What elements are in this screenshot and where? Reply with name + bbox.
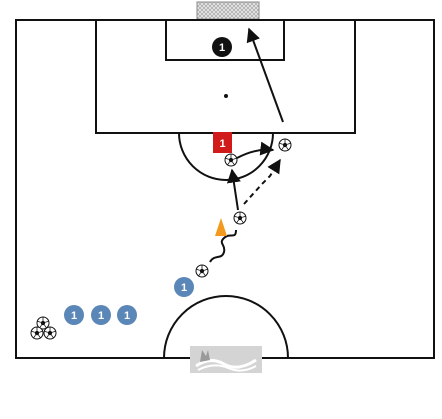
defender-marker: 1 <box>213 132 232 153</box>
pass-arrow <box>226 168 241 211</box>
svg-text:1: 1 <box>219 138 225 150</box>
svg-text:1: 1 <box>98 310 104 322</box>
dribble-line <box>209 229 237 263</box>
soccer-ball-icon <box>195 264 209 278</box>
goalkeeper-marker: 1 <box>212 37 232 57</box>
attacker-marker: 1 <box>117 305 137 325</box>
penalty-box <box>95 19 356 134</box>
attacker-marker: 1 <box>64 305 84 325</box>
return-pass-arrow <box>236 141 275 159</box>
run-arrow <box>243 158 281 205</box>
centre-circle <box>163 295 289 358</box>
svg-text:1: 1 <box>124 310 130 322</box>
attacker-marker: 1 <box>174 277 194 297</box>
soccer-ball-icon <box>30 326 44 340</box>
soccer-ball-icon <box>233 211 247 225</box>
svg-text:1: 1 <box>181 282 187 294</box>
soccer-ball-icon <box>224 153 238 167</box>
soccer-ball-icon <box>43 326 57 340</box>
attacker-marker: 1 <box>91 305 111 325</box>
club-logo-icon <box>190 346 262 373</box>
shot-arrow <box>246 27 284 123</box>
soccer-ball-icon <box>278 138 292 152</box>
ball-pile <box>30 316 57 340</box>
goal-net <box>196 1 260 20</box>
svg-text:1: 1 <box>219 42 225 54</box>
cone-icon <box>215 218 227 236</box>
penalty-spot <box>224 94 228 98</box>
goal-area <box>165 19 285 61</box>
svg-text:1: 1 <box>71 310 77 322</box>
